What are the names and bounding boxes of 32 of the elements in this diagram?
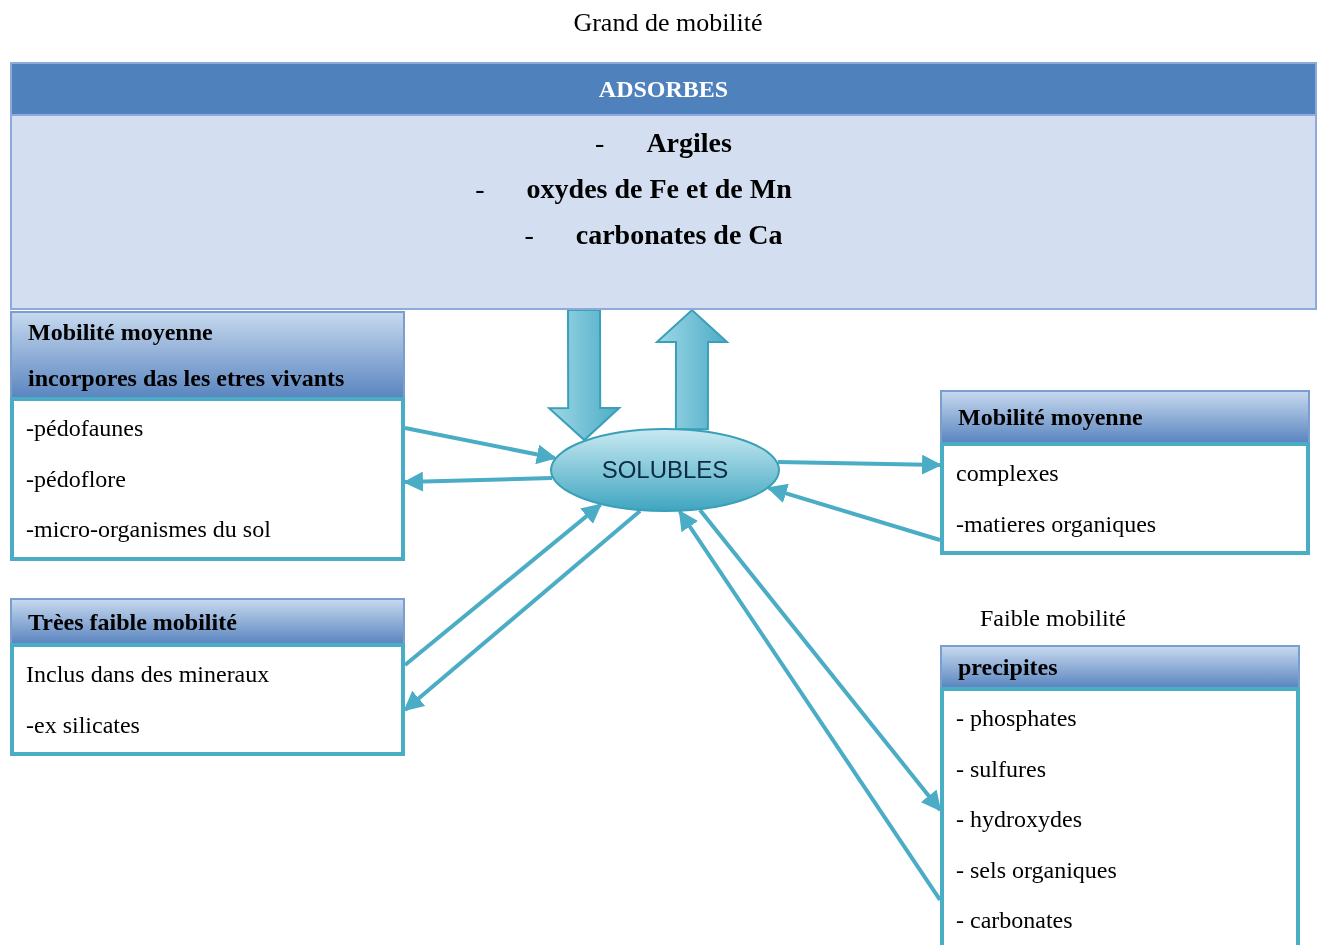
- arrow: [766, 483, 941, 542]
- list-item: Inclus dans des mineraux: [26, 660, 271, 689]
- list-item: - carbonates de Ca: [524, 218, 783, 252]
- header-text: incorpores das les etres vivants: [28, 364, 346, 393]
- header-text: Trèes faible mobilité: [28, 607, 238, 637]
- header-text: Mobilité moyenne: [28, 318, 214, 347]
- adsorbed-panel: [10, 62, 1317, 310]
- list-item: -pédofaunes: [26, 414, 145, 443]
- list-item: - phosphates: [956, 704, 1078, 733]
- list-item: - Argiles: [595, 126, 732, 160]
- list-item: -ex silicates: [26, 710, 141, 740]
- header-text: Mobilité moyenne: [958, 403, 1144, 432]
- list-item: - oxydes de Fe et de Mn: [475, 172, 792, 206]
- diagram-title: Grand de mobilité: [572, 8, 764, 38]
- arrow: [678, 510, 942, 901]
- list-item: - sulfures: [956, 754, 1047, 784]
- list-item: -micro-organismes du sol: [26, 515, 272, 544]
- card-heading: Faible mobilité: [980, 605, 1126, 632]
- arrow: [404, 426, 557, 465]
- list-item: - hydroxydes: [956, 805, 1083, 834]
- list-item: -pédoflore: [26, 464, 127, 494]
- list-item: complexes: [956, 459, 1060, 488]
- list-item: - sels organiques: [956, 855, 1118, 885]
- block-arrow: [654, 308, 730, 431]
- ellipse-label: SOLUBLES: [601, 456, 729, 484]
- list-item: - carbonates: [956, 906, 1074, 935]
- arrow: [777, 454, 942, 475]
- header-text: ADSORBES: [598, 75, 729, 103]
- list-item: -matieres organiques: [956, 509, 1158, 539]
- block-arrow: [546, 309, 622, 442]
- arrow: [698, 508, 942, 812]
- header-text: precipites: [958, 653, 1059, 682]
